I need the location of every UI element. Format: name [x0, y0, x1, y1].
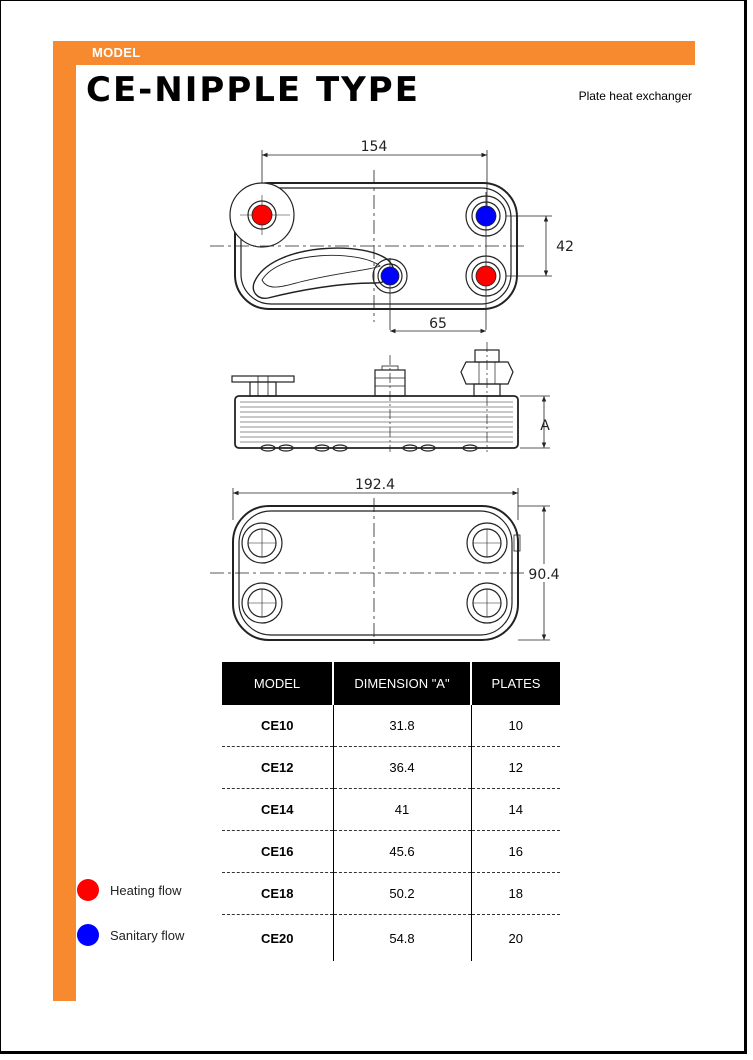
section-label: MODEL — [92, 45, 141, 60]
table-row: CE16 45.6 16 — [222, 830, 560, 873]
technical-drawing: 154 42 65 — [210, 139, 574, 648]
legend-sanitary-label: Sanitary flow — [110, 927, 185, 943]
cell-plates: 16 — [470, 830, 560, 873]
spec-table: MODEL DIMENSION "A" PLATES CE10 31.8 10 … — [222, 662, 560, 961]
cell-plates: 10 — [470, 705, 560, 747]
top-view — [210, 150, 552, 334]
cell-model: CE10 — [222, 705, 333, 747]
cell-plates: 20 — [470, 914, 560, 961]
bottom-view — [210, 488, 550, 648]
cell-dimension: 54.8 — [332, 914, 471, 961]
header-dimension: DIMENSION "A" — [332, 662, 471, 705]
table-row: CE14 41 14 — [222, 788, 560, 831]
header-plates: PLATES — [470, 662, 560, 705]
table-row: CE12 36.4 12 — [222, 746, 560, 789]
legend-heating-label: Heating flow — [110, 882, 182, 898]
heating-dot-icon — [77, 879, 99, 901]
cell-dimension: 45.6 — [332, 830, 471, 873]
legend-sanitary: Sanitary flow — [77, 924, 184, 946]
table-header-row: MODEL DIMENSION "A" PLATES — [222, 662, 560, 705]
dim-port-spacing: 42 — [556, 239, 574, 255]
page-subtitle: Plate heat exchanger — [578, 89, 692, 103]
page-title: CE-NIPPLE TYPE — [86, 70, 420, 110]
cell-model: CE16 — [222, 830, 333, 873]
side-accent-bar — [53, 41, 76, 1001]
header-accent-bar — [53, 41, 695, 65]
cell-dimension: 50.2 — [332, 872, 471, 915]
top-view-ports — [251, 204, 497, 287]
cell-model: CE20 — [260, 930, 294, 946]
cell-plates: 14 — [470, 788, 560, 831]
dim-port-offset: 65 — [429, 316, 447, 332]
table-row: CE18 50.2 18 — [222, 872, 560, 915]
heating-port — [251, 204, 273, 226]
legend-heating: Heating flow — [77, 879, 182, 901]
cell-plates: 12 — [470, 746, 560, 789]
table-row: CE10 31.8 10 — [222, 705, 560, 747]
cell-dimension: 41 — [332, 788, 471, 831]
dim-bottom-height: 90.4 — [528, 567, 559, 583]
side-view — [231, 342, 550, 452]
table-row: CE20 54.8 20 — [222, 914, 560, 961]
dim-side-height: A — [540, 418, 550, 434]
cell-model: CE14 — [222, 788, 333, 831]
heating-port — [475, 265, 497, 287]
dim-top-width: 154 — [361, 139, 388, 155]
sanitary-dot-icon — [77, 924, 99, 946]
sanitary-port — [475, 205, 497, 227]
sanitary-port — [380, 266, 400, 286]
cell-model: CE12 — [222, 746, 333, 789]
cell-dimension: 36.4 — [332, 746, 471, 789]
cell-plates: 18 — [470, 872, 560, 915]
dim-bottom-width: 192.4 — [355, 477, 395, 493]
header-model: MODEL — [222, 662, 333, 705]
cell-dimension: 31.8 — [332, 705, 471, 747]
cell-model: CE18 — [222, 872, 333, 915]
